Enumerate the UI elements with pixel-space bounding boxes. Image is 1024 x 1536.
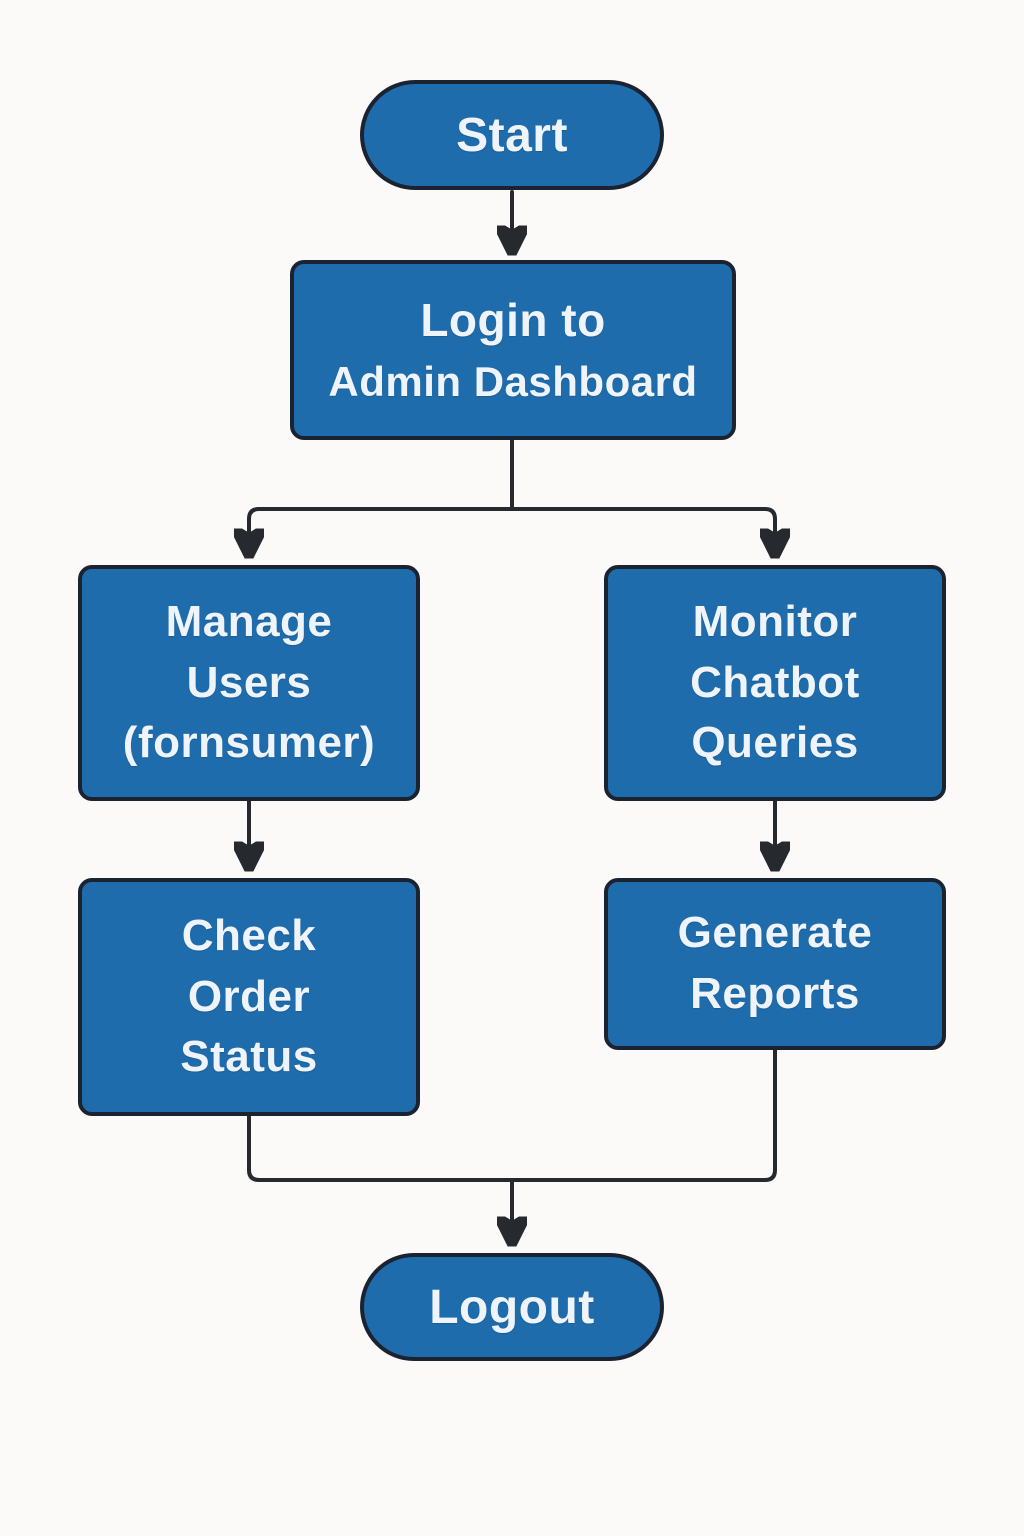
node-start: Start (360, 80, 664, 190)
node-manage-label-line1: Manage (165, 596, 333, 646)
node-monitor-label-line3: Queries (691, 718, 859, 768)
node-generate-label-line2: Reports (690, 969, 860, 1018)
node-login-label-line1: Login to (420, 294, 606, 347)
node-logout: Logout (360, 1253, 664, 1361)
node-check-label-line3: Status (180, 1032, 318, 1082)
node-check-order-status: Check Order Status (78, 878, 420, 1116)
node-manage-label-line3: (fornsumer) (122, 718, 376, 768)
node-check-label-line1: Check (181, 910, 317, 960)
edge-login-monitor (510, 507, 775, 551)
node-monitor-chatbot-queries: Monitor Chatbot Queries (604, 565, 946, 801)
edge-login-manage (249, 507, 514, 551)
node-monitor-label-line2: Chatbot (690, 657, 860, 707)
node-manage-label-line2: Users (186, 657, 312, 707)
node-generate-reports: Generate Reports (604, 878, 946, 1050)
node-monitor-label-line1: Monitor (692, 596, 858, 646)
node-manage-users: Manage Users (fornsumer) (78, 565, 420, 801)
node-check-label-line2: Order (187, 971, 311, 1021)
node-generate-label-line1: Generate (677, 908, 873, 958)
node-start-label: Start (456, 108, 568, 162)
node-login-label-line2: Admin Dashboard (328, 357, 698, 405)
node-login-admin-dashboard: Login to Admin Dashboard (290, 260, 736, 440)
node-logout-label: Logout (429, 1280, 595, 1334)
